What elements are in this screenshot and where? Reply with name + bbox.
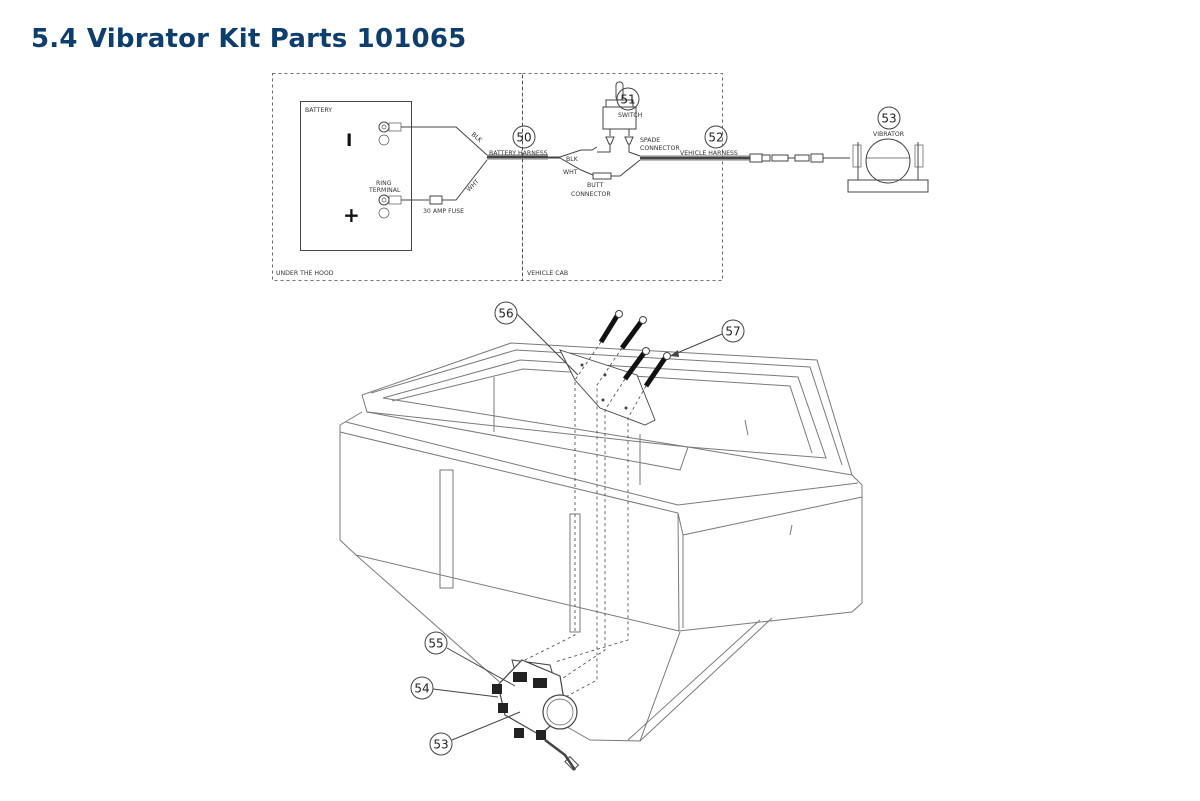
callout-53-wiring: 53 bbox=[877, 106, 901, 130]
callout-51: 51 bbox=[616, 87, 640, 111]
spade-connector-label-2: CONNECTOR bbox=[640, 145, 680, 152]
battery-harness-label: BATTERY HARNESS bbox=[489, 150, 548, 157]
callout-57: 57 bbox=[669, 319, 745, 357]
callout-52: 52 bbox=[704, 125, 728, 149]
svg-text:51: 51 bbox=[620, 93, 635, 107]
negative-terminal-symbol: I bbox=[346, 131, 352, 151]
positive-ring-terminal bbox=[378, 159, 488, 219]
callout-55: 55 bbox=[424, 631, 516, 687]
switch-label: SWITCH bbox=[618, 112, 643, 119]
vibrator-label: VIBRATOR bbox=[873, 131, 905, 138]
svg-text:53: 53 bbox=[881, 112, 896, 126]
wht-label-cab: WHT bbox=[563, 169, 578, 176]
ring-terminal-label-2: TERMINAL bbox=[368, 187, 401, 194]
positive-terminal-symbol: + bbox=[343, 203, 360, 227]
fuse-label: 30 AMP FUSE bbox=[423, 208, 464, 215]
svg-text:56: 56 bbox=[498, 307, 513, 321]
hopper-body bbox=[339, 342, 863, 742]
callout-50: 50 bbox=[512, 125, 536, 149]
spade-connector-label-1: SPADE bbox=[640, 137, 660, 144]
spade-connector bbox=[597, 136, 641, 157]
mounting-bolts bbox=[598, 310, 671, 388]
svg-text:53: 53 bbox=[433, 738, 448, 752]
page-title: 5.4 Vibrator Kit Parts 101065 bbox=[31, 24, 467, 54]
butt-connector-label-1: BUTT bbox=[587, 182, 603, 189]
battery bbox=[300, 101, 412, 251]
harness-plug-connectors bbox=[749, 153, 850, 163]
svg-text:54: 54 bbox=[414, 682, 429, 696]
negative-ring-terminal bbox=[378, 121, 488, 156]
butt-connector bbox=[592, 159, 641, 180]
battery-label: BATTERY bbox=[305, 107, 332, 114]
under-hood-zone bbox=[272, 73, 523, 281]
callout-56: 56 bbox=[494, 301, 579, 376]
mounting-plate bbox=[559, 349, 656, 426]
callout-53-assembly: 53 bbox=[429, 711, 521, 756]
svg-text:55: 55 bbox=[428, 637, 443, 651]
svg-text:50: 50 bbox=[516, 131, 531, 145]
ring-terminal-label-1: RING bbox=[376, 180, 392, 187]
callout-54: 54 bbox=[410, 676, 499, 700]
butt-connector-label-2: CONNECTOR bbox=[571, 191, 611, 198]
toggle-switch bbox=[602, 81, 637, 136]
blk-label-cab: BLK bbox=[566, 156, 579, 163]
svg-text:57: 57 bbox=[725, 325, 740, 339]
fuse-30-amp bbox=[429, 195, 443, 205]
vehicle-cab-zone bbox=[522, 73, 723, 281]
blk-label-battery: BLK bbox=[470, 131, 484, 145]
alignment-lines bbox=[514, 341, 647, 701]
vibrator-assembly bbox=[492, 659, 580, 771]
vehicle-harness-label: VEHICLE HARNESS bbox=[680, 150, 738, 157]
svg-text:52: 52 bbox=[708, 131, 723, 145]
wht-label-battery: WHT bbox=[465, 178, 480, 193]
vehicle-cab-label: VEHICLE CAB bbox=[527, 270, 568, 277]
under-hood-label: UNDER THE HOOD bbox=[276, 270, 334, 277]
vibrator-unit bbox=[847, 138, 929, 193]
wiring-diagram: UNDER THE HOOD VEHICLE CAB BATTERY I + R… bbox=[272, 73, 929, 281]
